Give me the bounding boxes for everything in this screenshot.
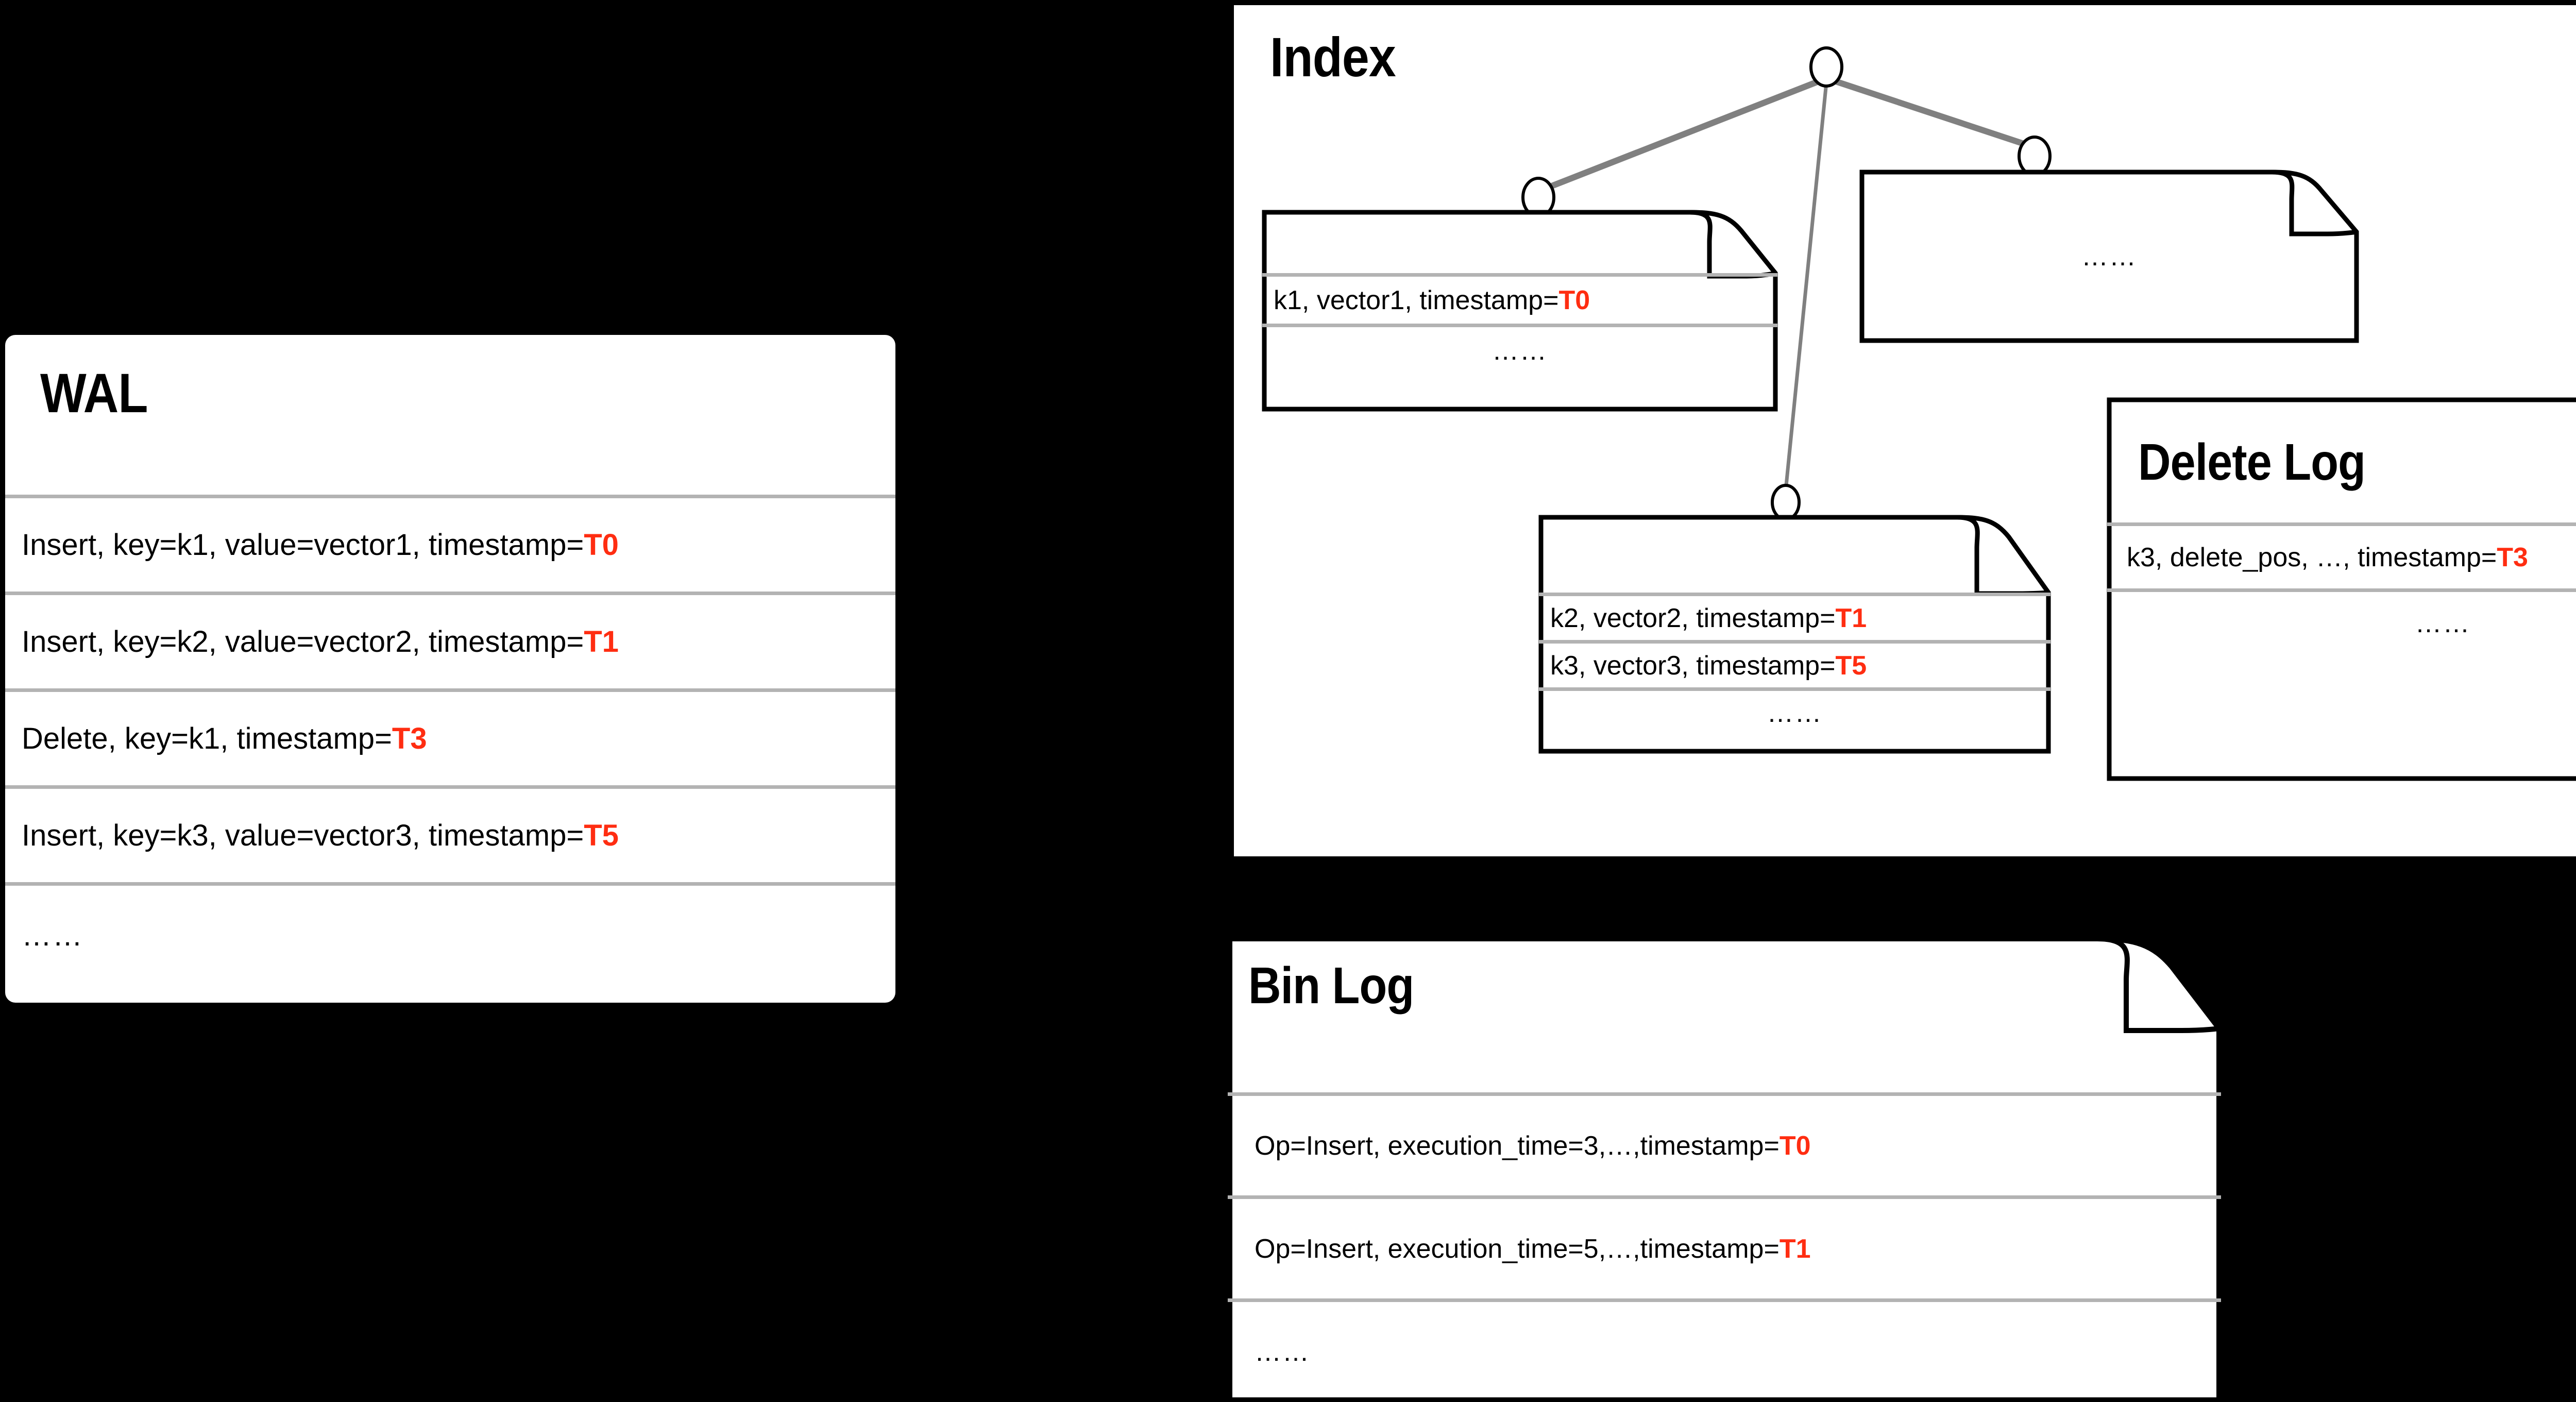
bin-log-row-timestamp: T0: [1779, 1130, 1811, 1161]
delete-log-title: Delete Log: [2138, 433, 2366, 491]
wal-row: Insert, key=k3, value=vector3, timestamp…: [5, 785, 895, 882]
wal-row-text: Delete, key=k1, timestamp=: [22, 722, 392, 755]
index-leaf-ellipsis: ……: [1859, 170, 2359, 343]
delete-log-row-timestamp: T3: [2497, 542, 2528, 572]
document-shape: [1227, 936, 2222, 1402]
wal-row-timestamp: T3: [392, 722, 427, 755]
leaf-row-timestamp: T1: [1835, 603, 1867, 633]
leaf-row-text: k1, vector1, timestamp=: [1274, 285, 1559, 315]
bin-log-row-text: ……: [1255, 1337, 1310, 1367]
bin-log-row-text: Op=Insert, execution_time=3,…,timestamp=: [1255, 1130, 1780, 1161]
index-panel-title: Index: [1270, 26, 1396, 88]
wal-row-text: Insert, key=k3, value=vector3, timestamp…: [22, 819, 584, 852]
delete-log-row-text: ……: [2415, 608, 2471, 638]
leaf-row-ellipsis: ……: [1860, 170, 2359, 343]
delete-log-panel: k3, delete_pos, …, timestamp=T3 ……: [2107, 397, 2576, 781]
leaf-row-text: k3, vector3, timestamp=: [1550, 650, 1836, 681]
wal-title: WAL: [40, 362, 148, 424]
leaf-row-text: k2, vector2, timestamp=: [1550, 603, 1836, 633]
leaf-row-ellipsis: ……: [1262, 324, 1777, 374]
wal-row-timestamp: T1: [584, 625, 619, 658]
leaf-row: k3, vector3, timestamp=T5: [1539, 640, 2050, 687]
document-shape: [1859, 170, 2359, 343]
leaf-row-text: ……: [2081, 241, 2137, 272]
bin-log-row-text: Op=Insert, execution_time=5,…,timestamp=: [1255, 1234, 1780, 1264]
delete-log-row-text: k3, delete_pos, …, timestamp=: [2127, 542, 2497, 572]
leaf-row-text: ……: [1767, 698, 1823, 728]
leaf-row-timestamp: T0: [1558, 285, 1590, 315]
wal-row: Insert, key=k1, value=vector1, timestamp…: [5, 495, 895, 592]
wal-row-timestamp: T5: [584, 819, 619, 852]
leaf-row-ellipsis: ……: [1539, 687, 2050, 735]
wal-row: Delete, key=k1, timestamp=T3: [5, 688, 895, 785]
leaf-row: k1, vector1, timestamp=T0: [1262, 273, 1777, 324]
delete-log-row: k3, delete_pos, …, timestamp=T3: [2107, 522, 2576, 588]
bin-log-row: Op=Insert, execution_time=3,…,timestamp=…: [1228, 1092, 2221, 1195]
leaf-row: k2, vector2, timestamp=T1: [1539, 593, 2050, 640]
wal-row-timestamp: T0: [584, 528, 619, 562]
bin-log-panel: Op=Insert, execution_time=3,…,timestamp=…: [1227, 936, 2222, 1402]
bin-log-title: Bin Log: [1248, 957, 1414, 1015]
wal-row-text: Insert, key=k2, value=vector2, timestamp…: [22, 625, 584, 658]
wal-panel: Insert, key=k1, value=vector1, timestamp…: [5, 335, 895, 1003]
index-leaf-k2-k3: k2, vector2, timestamp=T1 k3, vector3, t…: [1538, 515, 2051, 754]
wal-row-ellipsis: ……: [5, 882, 895, 985]
delete-log-row-ellipsis: ……: [2107, 588, 2576, 654]
wal-row-text: ……: [22, 919, 83, 952]
bin-log-row: Op=Insert, execution_time=5,…,timestamp=…: [1228, 1195, 2221, 1298]
leaf-row-text: ……: [1492, 335, 1548, 366]
bin-log-row-ellipsis: ……: [1228, 1298, 2221, 1401]
leaf-row-timestamp: T5: [1835, 650, 1867, 681]
wal-row: Insert, key=k2, value=vector2, timestamp…: [5, 592, 895, 688]
wal-row-text: Insert, key=k1, value=vector1, timestamp…: [22, 528, 584, 562]
bin-log-row-timestamp: T1: [1779, 1234, 1811, 1264]
index-leaf-k1: k1, vector1, timestamp=T0 ……: [1262, 210, 1778, 412]
